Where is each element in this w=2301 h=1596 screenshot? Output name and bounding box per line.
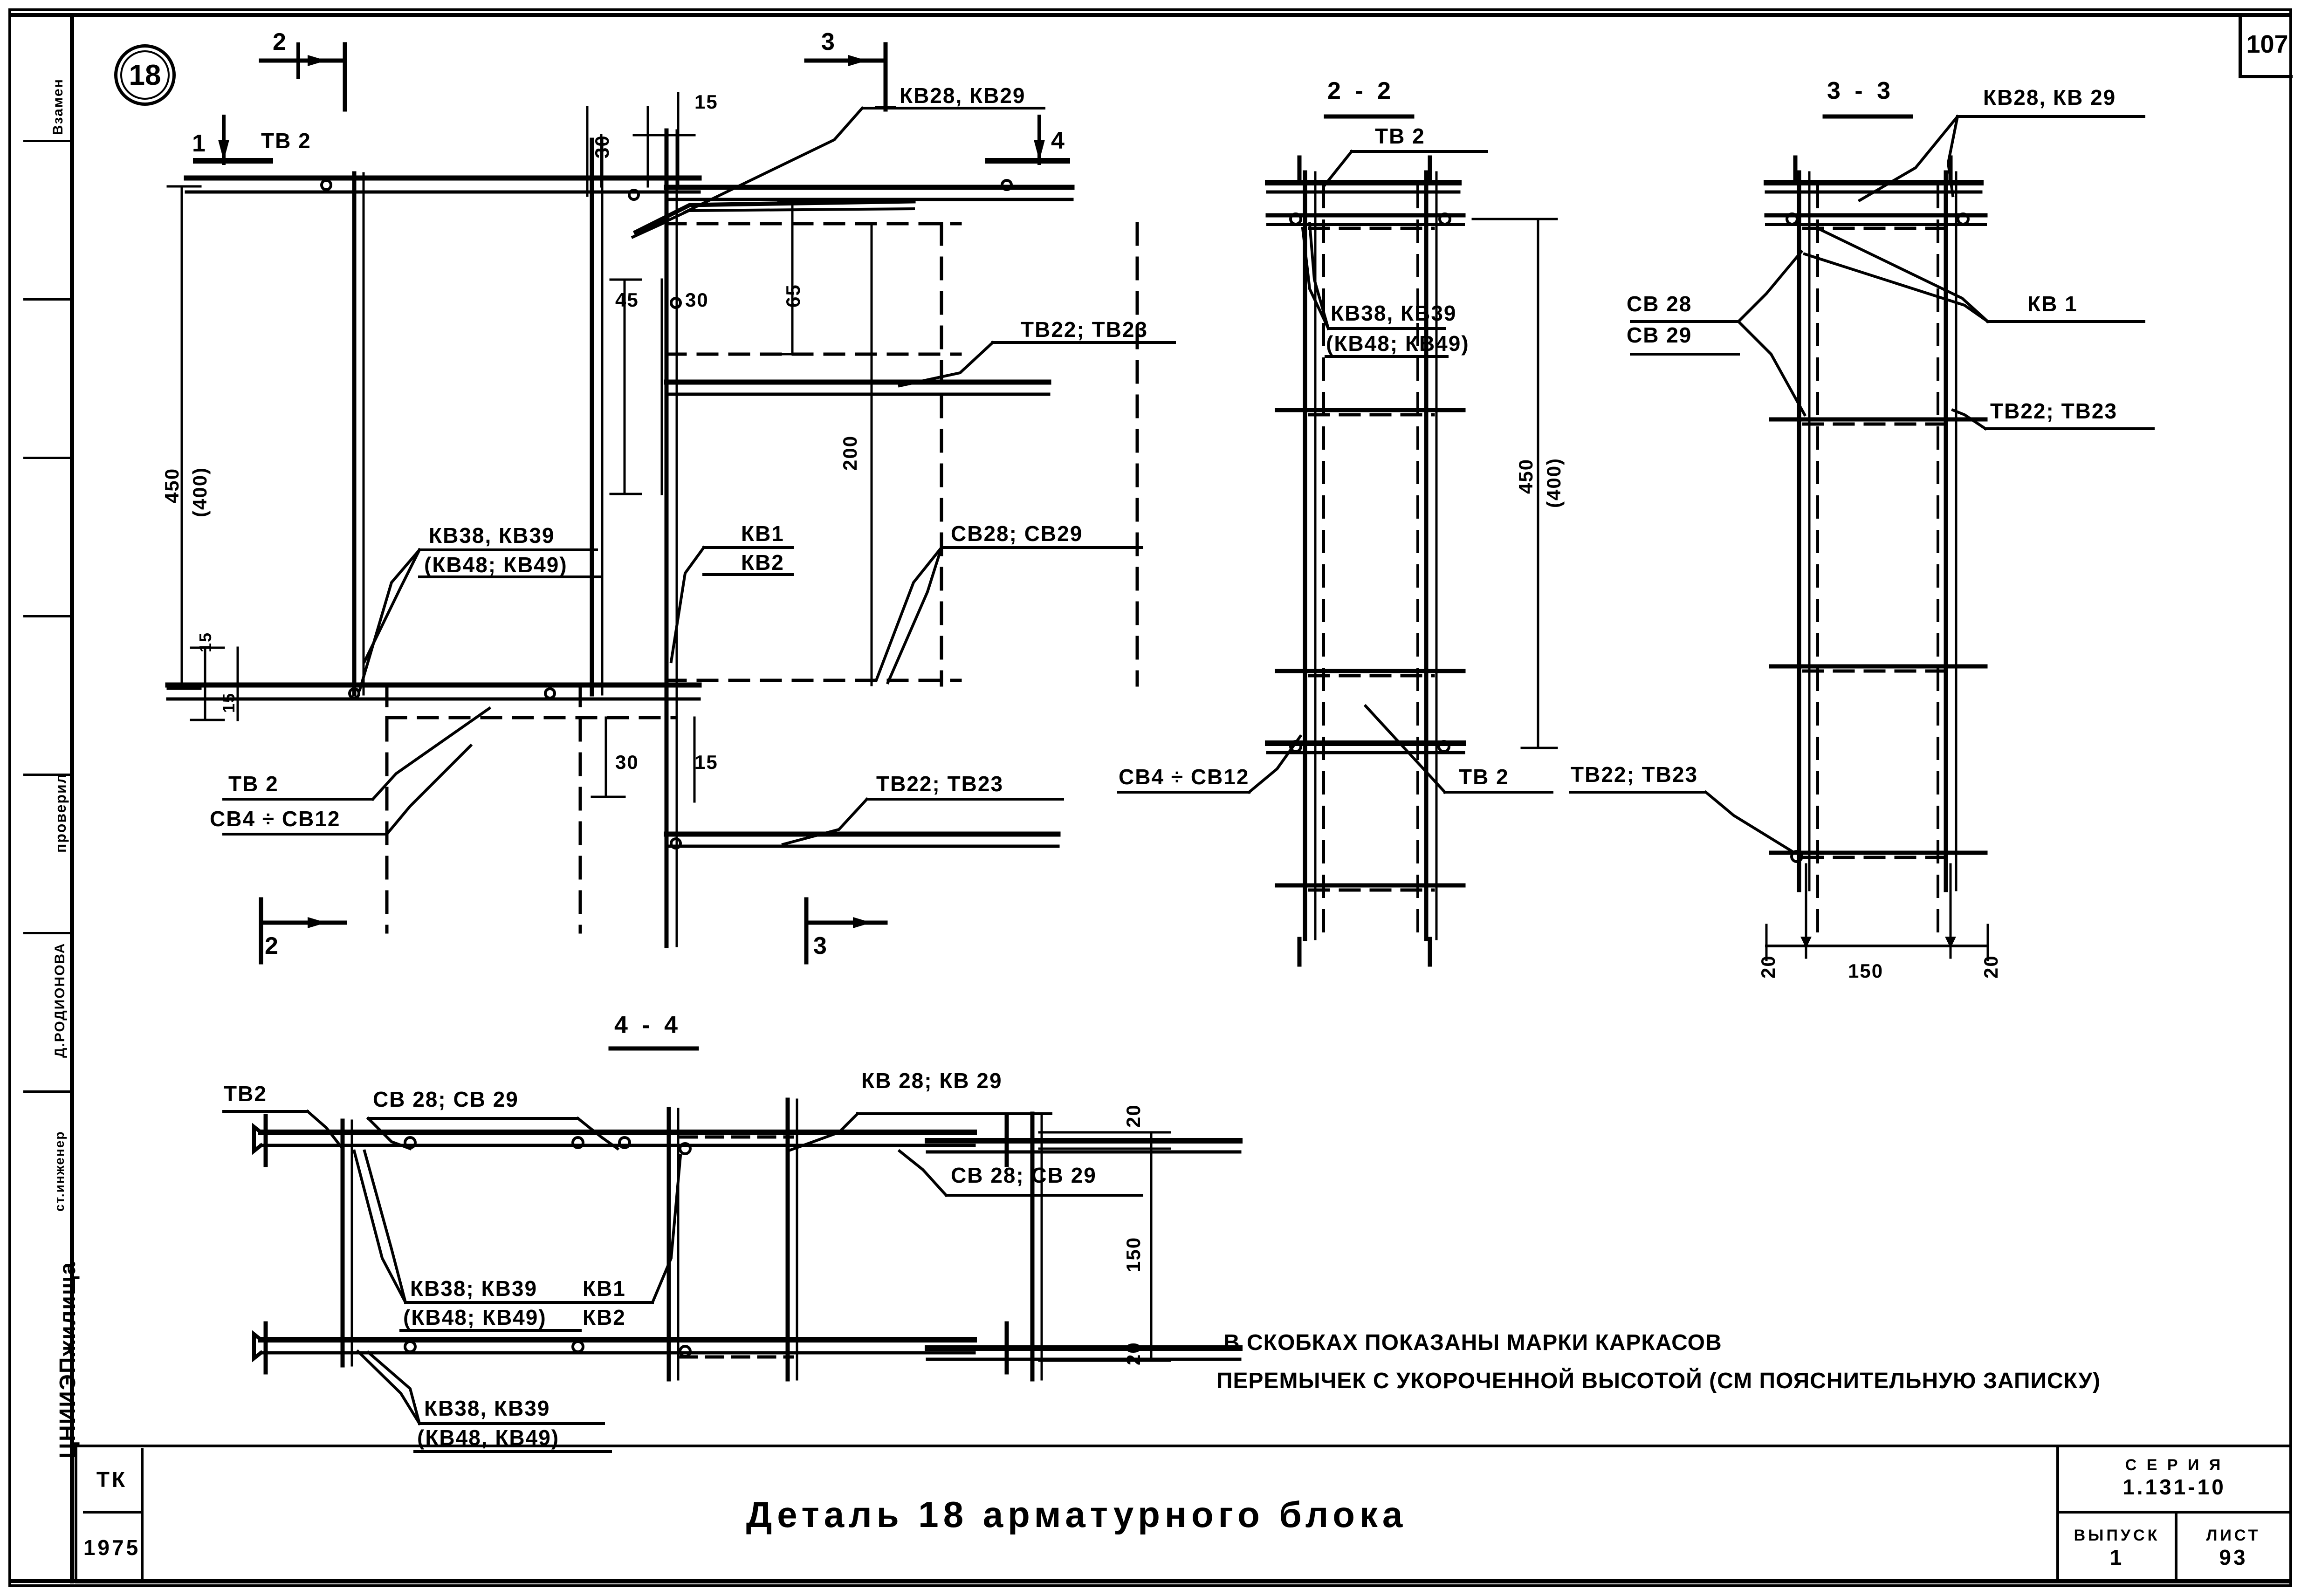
label-kb38-kb39-sec22: КВ38, КВ39: [1331, 301, 1457, 325]
title-block-title-cell: Деталь 18 арматурного блока: [144, 1448, 2009, 1581]
dim-450-sec22: 450: [1515, 458, 1537, 494]
margin-tick: [23, 298, 70, 301]
label-tb2-main-lower: ТВ 2: [228, 772, 279, 796]
title-block-org-code-cell: ТК: [83, 1448, 144, 1514]
margin-label-rodionova: Д.РОДИОНОВА: [52, 942, 68, 1058]
margin-tick: [23, 774, 70, 776]
section-mark-2-top: 2: [273, 28, 287, 55]
section-mark-1-left: 1: [192, 130, 206, 157]
dim-20-bottom-sec44: 20: [1122, 1342, 1144, 1365]
title-block-org-year: 1975: [83, 1535, 141, 1560]
label-tb2-sec22-right: ТВ 2: [1459, 765, 1509, 789]
label-kb1-sec33: КВ 1: [2027, 292, 2078, 316]
section-mark-3-bottom: 3: [813, 932, 828, 959]
drawing-title: Деталь 18 арматурного блока: [746, 1494, 1408, 1535]
label-kb2-sec44: КВ2: [583, 1305, 626, 1329]
label-tb2-sec44: ТВ2: [224, 1082, 267, 1106]
detail-bubble-number: 18: [129, 59, 161, 91]
label-kb48-kb49-sec44: (КВ48; КВ49): [403, 1305, 547, 1329]
label-kb2-main: КВ2: [741, 550, 784, 575]
margin-label-vzamen: Взамен: [50, 78, 66, 135]
margin-label-proveril: проверил: [52, 773, 69, 853]
label-kb28-kb29-sec44: КВ 28; КВ 29: [861, 1069, 1003, 1093]
dim-400-sec22: (400): [1543, 457, 1565, 508]
title-block-issue-cell: ВЫПУСК 1: [2056, 1514, 2177, 1582]
section-22-title: 2 - 2: [1327, 77, 1395, 104]
dim-15-bot: 15: [694, 751, 718, 773]
label-kb1-sec44: КВ1: [583, 1276, 626, 1301]
dim-20-right-sec33: 20: [1980, 955, 2002, 979]
label-tb22-tb23-sec33-lower: ТВ22; ТВ23: [1571, 762, 1698, 787]
title-block-org-code: ТК: [96, 1467, 128, 1492]
section-mark-4-top: 4: [1051, 127, 1065, 154]
dim-30-bot: 30: [615, 751, 639, 773]
dim-400: (400): [189, 466, 211, 517]
label-cb28-cb29-sec44-top: СВ 28; СВ 29: [373, 1087, 519, 1111]
title-block: [75, 1445, 2292, 1583]
label-kb1-main: КВ1: [741, 521, 784, 546]
left-column-rule: [70, 13, 74, 1583]
dim-45: 45: [615, 289, 639, 311]
label-kb28-kb29-main: КВ28, КВ29: [900, 83, 1026, 108]
label-tb2-sec22: ТВ 2: [1375, 124, 1425, 148]
margin-tick: [23, 1090, 70, 1093]
dim-20-top-sec44: 20: [1122, 1104, 1144, 1128]
series-label: С Е Р И Я: [2125, 1456, 2224, 1474]
dim-150-sec33: 150: [1848, 960, 1884, 982]
label-tb2-main-top: ТВ 2: [261, 129, 311, 153]
label-kb38-kb39-main: КВ38, КВ39: [429, 523, 555, 548]
margin-tick: [23, 140, 70, 142]
sheet-label: ЛИСТ: [2206, 1526, 2261, 1544]
detail-bubble: 18: [114, 44, 176, 106]
section-mark-3-top: 3: [821, 28, 836, 55]
label-kb28-kb29-sec33: КВ28, КВ 29: [1983, 85, 2116, 110]
dim-15-bl-b: 15: [219, 692, 238, 713]
label-tb22-tb23-sec33-upper: ТВ22; ТВ23: [1990, 399, 2118, 423]
label-cb4-cb12-sec22: СВ4 ÷ СВ12: [1119, 765, 1250, 789]
issue-label: ВЫПУСК: [2074, 1526, 2160, 1544]
title-block-series-cell: С Е Р И Я 1.131-10: [2056, 1445, 2289, 1514]
section-33-title: 3 - 3: [1827, 77, 1895, 104]
dim-15-bl-a: 15: [196, 631, 215, 652]
series-value: 1.131-10: [2122, 1474, 2226, 1499]
label-cb28-sec33: СВ 28: [1627, 292, 1692, 316]
label-cb28-cb29-sec44-right: СВ 28; СВ 29: [951, 1163, 1097, 1187]
top-rule: [8, 13, 2292, 17]
dim-30-top: 30: [591, 135, 613, 158]
label-tb22-tb23-main-upper: ТВ22; ТВ23: [1021, 317, 1148, 342]
sheet-value: 93: [2219, 1545, 2248, 1569]
margin-tick: [23, 932, 70, 934]
margin-label-cniiepzhilishcha: ЦНИИЭПжилища: [55, 1261, 80, 1459]
dim-450: 450: [161, 467, 183, 503]
sheet-border: [8, 8, 2292, 1587]
note-line-1: В СКОБКАХ ПОКАЗАНЫ МАРКИ КАРКАСОВ: [1223, 1330, 1722, 1355]
label-kb38-kb39-sec44-bottom: КВ38, КВ39: [424, 1396, 550, 1420]
label-kb48-kb49-main: (КВ48; КВ49): [424, 553, 568, 577]
dim-150-sec44: 150: [1122, 1236, 1144, 1272]
margin-tick: [23, 615, 70, 617]
page-number: 107: [2246, 30, 2288, 58]
title-block-sheet-cell: ЛИСТ 93: [2177, 1514, 2289, 1582]
dim-200: 200: [839, 435, 861, 471]
section-44-title: 4 - 4: [614, 1012, 682, 1039]
margin-label-stinzhener: ст.инженер: [52, 1130, 67, 1212]
page-number-box: 107: [2239, 13, 2293, 78]
label-cb29-sec33: СВ 29: [1627, 323, 1692, 347]
dim-15-top: 15: [694, 91, 718, 113]
margin-tick: [23, 457, 70, 459]
issue-value: 1: [2109, 1545, 2124, 1569]
dim-65: 65: [782, 284, 804, 308]
label-kb48-kb49-sec22: (КВ48; КВ49): [1326, 331, 1470, 356]
dim-20-left-sec33: 20: [1757, 955, 1779, 979]
label-kb38-kb39-sec44: КВ38; КВ39: [410, 1276, 538, 1301]
label-cb28-cb29-main: СВ28; СВ29: [951, 521, 1083, 546]
dim-30-mid: 30: [685, 289, 709, 311]
note-line-2: ПЕРЕМЫЧЕК С УКОРОЧЕННОЙ ВЫСОТОЙ (СМ ПОЯС…: [1216, 1369, 2101, 1393]
title-block-org-year-cell: 1975: [83, 1514, 144, 1581]
label-tb22-tb23-main-lower: ТВ22; ТВ23: [876, 772, 1004, 796]
section-mark-2-bottom: 2: [265, 932, 279, 959]
label-cb4-cb12-main: СВ4 ÷ СВ12: [210, 807, 341, 831]
